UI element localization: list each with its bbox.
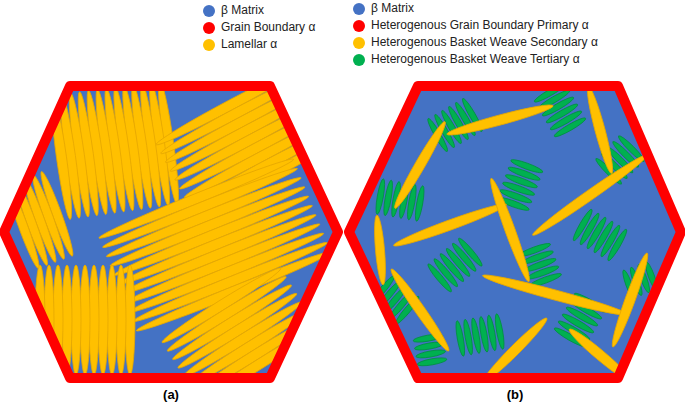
secondary-alpha-lath <box>608 251 652 348</box>
panel-label: (a) <box>163 387 179 402</box>
legend-entry: Heterogenous Basket Weave Secondary α <box>353 35 598 50</box>
legend-swatch <box>353 3 365 15</box>
beta-matrix <box>349 86 681 378</box>
legend-swatch <box>203 39 215 51</box>
lamellar-alpha-plate <box>98 265 108 375</box>
panel-label: (b) <box>507 387 524 402</box>
legend-text: β Matrix <box>371 1 414 16</box>
lamellar-alpha-plate <box>197 323 321 405</box>
legend-entry: Heterogenous Basket Weave Tertiary α <box>353 52 580 67</box>
tertiary-alpha-lath <box>454 320 466 356</box>
legend-text: Heterogenous Grain Boundary Primary α <box>371 18 589 33</box>
legend-entry: Lamellar α <box>203 37 277 52</box>
legend-text: Lamellar α <box>221 37 277 52</box>
secondary-alpha-lath <box>372 215 387 286</box>
secondary-alpha-lath <box>486 177 533 284</box>
lamellar-alpha-plate <box>116 265 126 375</box>
secondary-alpha-lath <box>584 85 617 175</box>
legend-entry: β Matrix <box>353 1 414 16</box>
legend-text: Grain Boundary α <box>221 20 315 35</box>
grain-boundary-alpha <box>4 86 338 378</box>
lamellar-alpha-plate <box>125 265 135 375</box>
secondary-alpha-lath <box>481 271 628 319</box>
lamellar-alpha-plate <box>80 265 90 375</box>
legend-swatch <box>203 5 215 17</box>
secondary-alpha-lath <box>392 200 508 250</box>
tertiary-alpha-lath <box>553 116 587 139</box>
basket-weave-alpha <box>369 81 659 385</box>
legend-swatch <box>353 37 365 49</box>
lamellar-alpha-plate <box>71 265 81 375</box>
lamellar-alpha <box>3 60 346 405</box>
legend-text: Heterogenous Basket Weave Tertiary α <box>371 52 580 67</box>
lamellar-alpha-plate <box>89 265 99 375</box>
legend-entry: Heterogenous Grain Boundary Primary α <box>353 18 589 33</box>
secondary-alpha-lath <box>530 151 650 239</box>
tertiary-alpha-lath <box>426 262 454 293</box>
grain-boundary-alpha <box>349 86 681 378</box>
legend-text: Heterogenous Basket Weave Secondary α <box>371 35 598 50</box>
tertiary-alpha-lath <box>606 228 629 262</box>
tertiary-alpha-lath <box>417 356 448 367</box>
secondary-alpha-lath <box>446 101 555 139</box>
legend-swatch <box>353 54 365 66</box>
legend-swatch <box>353 20 365 32</box>
legend-entry: Grain Boundary α <box>203 20 315 35</box>
legend-text: β Matrix <box>221 3 264 18</box>
legend-swatch <box>203 22 215 34</box>
lamellar-alpha-plate <box>107 265 117 375</box>
legend-entry: β Matrix <box>203 3 264 18</box>
